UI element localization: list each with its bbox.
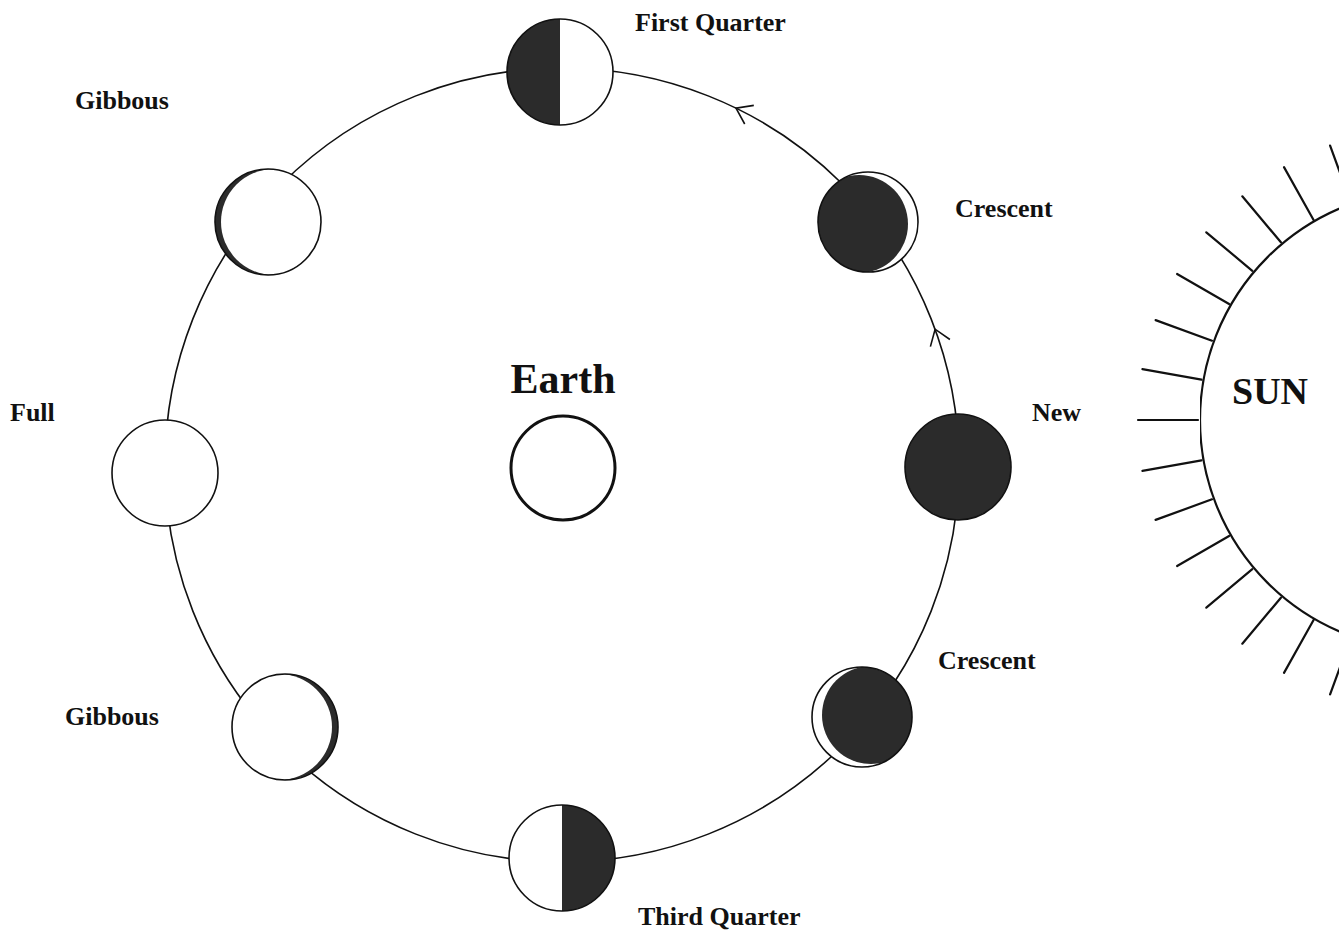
sun-label: SUN [1232, 370, 1308, 412]
moon-outline [509, 805, 615, 911]
moon-lit-side [112, 420, 218, 526]
phase-label: Gibbous [65, 702, 159, 731]
gibbous-moon: Gibbous [213, 167, 323, 277]
phase-label: Crescent [938, 646, 1036, 675]
orbit-arrow [930, 329, 950, 346]
crescent-moon: Crescent [816, 170, 920, 274]
moon-shadow [230, 674, 338, 780]
moon-outline [507, 19, 613, 125]
sun-ray [1330, 146, 1339, 204]
sun-ray [1177, 274, 1229, 304]
sun-ray [1284, 619, 1314, 673]
moon-orbit [165, 68, 959, 862]
node-outline [230, 672, 340, 782]
sun-shape: SUN [1200, 190, 1339, 650]
third-quarter-moon: Third Quarter [507, 803, 617, 913]
crescent-moon: Crescent [810, 665, 914, 769]
node-outline [1200, 190, 1339, 650]
node-outline [505, 17, 615, 127]
phase-label: Gibbous [75, 86, 169, 115]
earth-label: Earth [511, 356, 616, 402]
moon-outline [215, 169, 321, 275]
sun-ray [1206, 232, 1252, 270]
phase-label: New [1032, 398, 1081, 427]
sun-ray [1142, 460, 1201, 471]
moon-shadow [507, 17, 560, 127]
sun-ray [1242, 598, 1281, 644]
sun-ray [1284, 167, 1314, 221]
new-moon: New [903, 412, 1013, 522]
phase-label: Crescent [955, 194, 1053, 223]
phase-label: Full [10, 398, 55, 427]
sun-ray [1206, 569, 1252, 608]
sun-ray [1156, 320, 1212, 341]
phase-label-box: Gibbous [65, 704, 159, 730]
earth-disc [511, 416, 615, 520]
sun-ray [1242, 196, 1281, 242]
phase-label-box: Full [10, 400, 55, 426]
moon-lit-side [905, 414, 1011, 520]
moon-outline [812, 667, 912, 767]
phase-label-box: New [1032, 400, 1081, 426]
moon-shadow [562, 803, 615, 913]
sun-ray [1142, 369, 1201, 380]
phase-label-box: Crescent [938, 648, 1036, 674]
phase-label-box: Gibbous [75, 88, 169, 114]
phase-label-box: Earth [511, 358, 616, 400]
node-outline [213, 167, 323, 277]
earth-circle: Earth [508, 413, 618, 523]
phase-label-box: SUN [1232, 372, 1308, 410]
sun-ray [1138, 419, 1198, 421]
phase-label-box: First Quarter [635, 10, 786, 36]
node-outline [508, 413, 618, 523]
orbit-arrow [736, 105, 754, 124]
moon-shadow [215, 169, 323, 275]
sun-ray [1156, 499, 1212, 520]
phase-label-box: Crescent [955, 196, 1053, 222]
sun-disc [1200, 190, 1339, 650]
gibbous-moon: Gibbous [230, 672, 340, 782]
phase-label-box: Third Quarter [638, 904, 801, 930]
phase-label: First Quarter [635, 8, 786, 37]
moon-outline [818, 172, 918, 272]
node-outline [110, 418, 220, 528]
phase-label: Third Quarter [638, 902, 801, 931]
node-outline [903, 412, 1013, 522]
full-moon: Full [110, 418, 220, 528]
moon-outline [112, 420, 218, 526]
moon-shadow [905, 414, 1011, 520]
node-outline [816, 170, 920, 274]
sun-ray [1330, 636, 1339, 694]
first-quarter-moon: First Quarter [505, 17, 615, 127]
moon-outline [905, 414, 1011, 520]
sun-ray [1177, 536, 1229, 566]
node-outline [810, 665, 914, 769]
moon-outline [232, 674, 338, 780]
node-outline [507, 803, 617, 913]
